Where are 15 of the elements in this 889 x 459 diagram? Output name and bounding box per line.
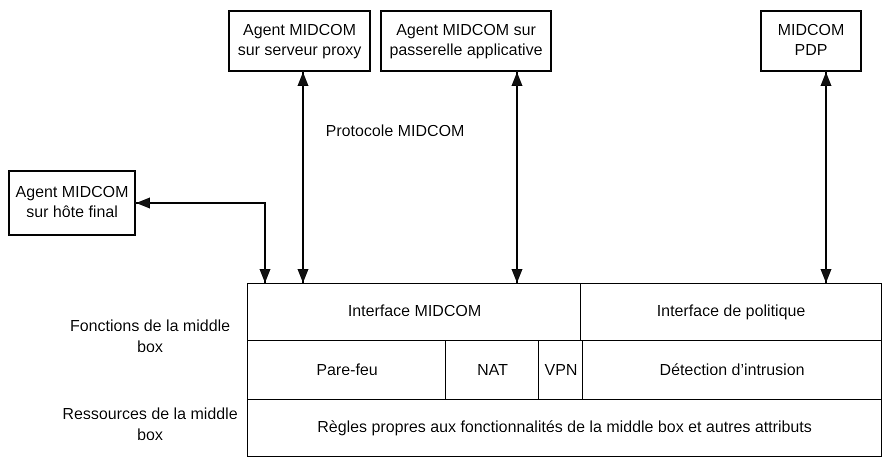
- arrow: [136, 197, 271, 283]
- arrow: [511, 72, 523, 283]
- interface-cell: Interface de politique: [580, 283, 882, 341]
- interface-cell: Interface MIDCOM: [247, 283, 582, 341]
- function-cell: Détection d’intrusion: [582, 340, 882, 401]
- layer-label: Ressources de la middle box: [61, 405, 239, 446]
- layer-label: Fonctions de la middle box: [68, 317, 232, 358]
- agent-box: Agent MIDCOM sur passerelle applicative: [380, 10, 552, 72]
- resources-cell: Règles propres aux fonctionnalités de la middle box et autres attributs: [247, 399, 882, 457]
- agent-box: Agent MIDCOM sur hôte final: [8, 170, 136, 236]
- protocol-label: Protocole MIDCOM: [324, 122, 466, 142]
- pdp-box: MIDCOM PDP: [760, 10, 862, 72]
- agent-box: Agent MIDCOM sur serveur proxy: [228, 10, 371, 72]
- arrow: [820, 72, 832, 283]
- arrow: [297, 72, 309, 283]
